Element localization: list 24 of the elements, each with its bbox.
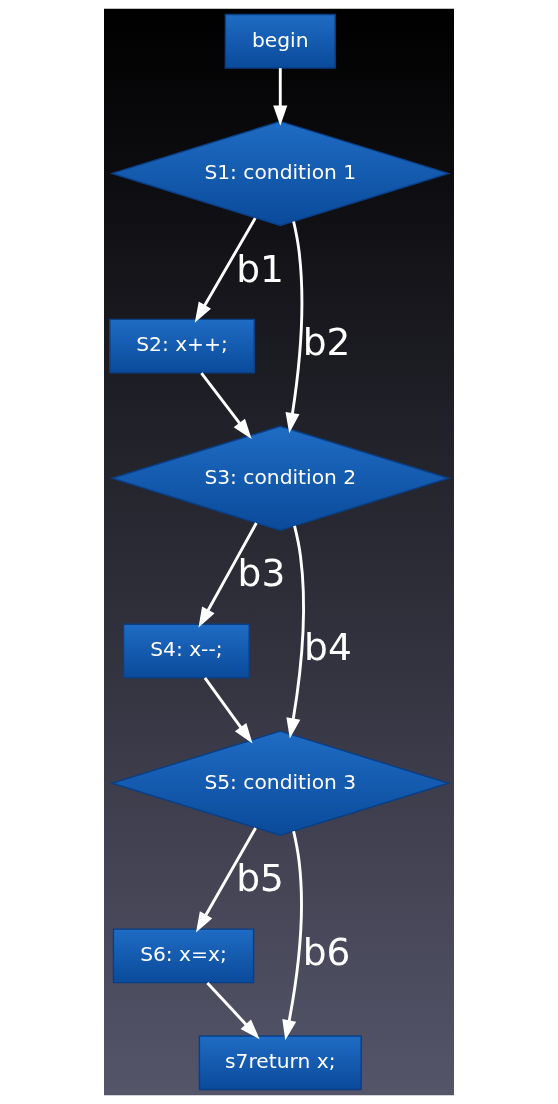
arrow — [273, 68, 288, 126]
node-box: begin — [224, 13, 336, 69]
arrow — [206, 982, 260, 1040]
edge-label: b3 — [237, 551, 286, 596]
node-box: s7return x; — [198, 1035, 362, 1091]
node-box: S4: x--; — [122, 623, 250, 679]
arrow — [282, 830, 303, 1041]
arrow — [286, 525, 305, 739]
arrow — [200, 372, 252, 440]
edge-label: b4 — [304, 625, 352, 670]
edge-label: b1 — [236, 246, 284, 291]
arrow — [285, 221, 304, 434]
arrow — [198, 522, 258, 628]
edge-label: b5 — [236, 856, 284, 901]
arrow — [203, 677, 253, 744]
arrow — [194, 217, 257, 323]
node-diamond: S1: condition 1 — [109, 120, 451, 227]
node-box: S2: x++; — [109, 318, 255, 374]
node-diamond: S5: condition 3 — [109, 730, 451, 836]
edge-label: b2 — [302, 320, 351, 365]
edge-label: b6 — [302, 929, 351, 974]
node-box: S6: x=x; — [112, 928, 255, 984]
arrow — [196, 827, 257, 933]
node-diamond: S3: condition 2 — [109, 425, 451, 532]
